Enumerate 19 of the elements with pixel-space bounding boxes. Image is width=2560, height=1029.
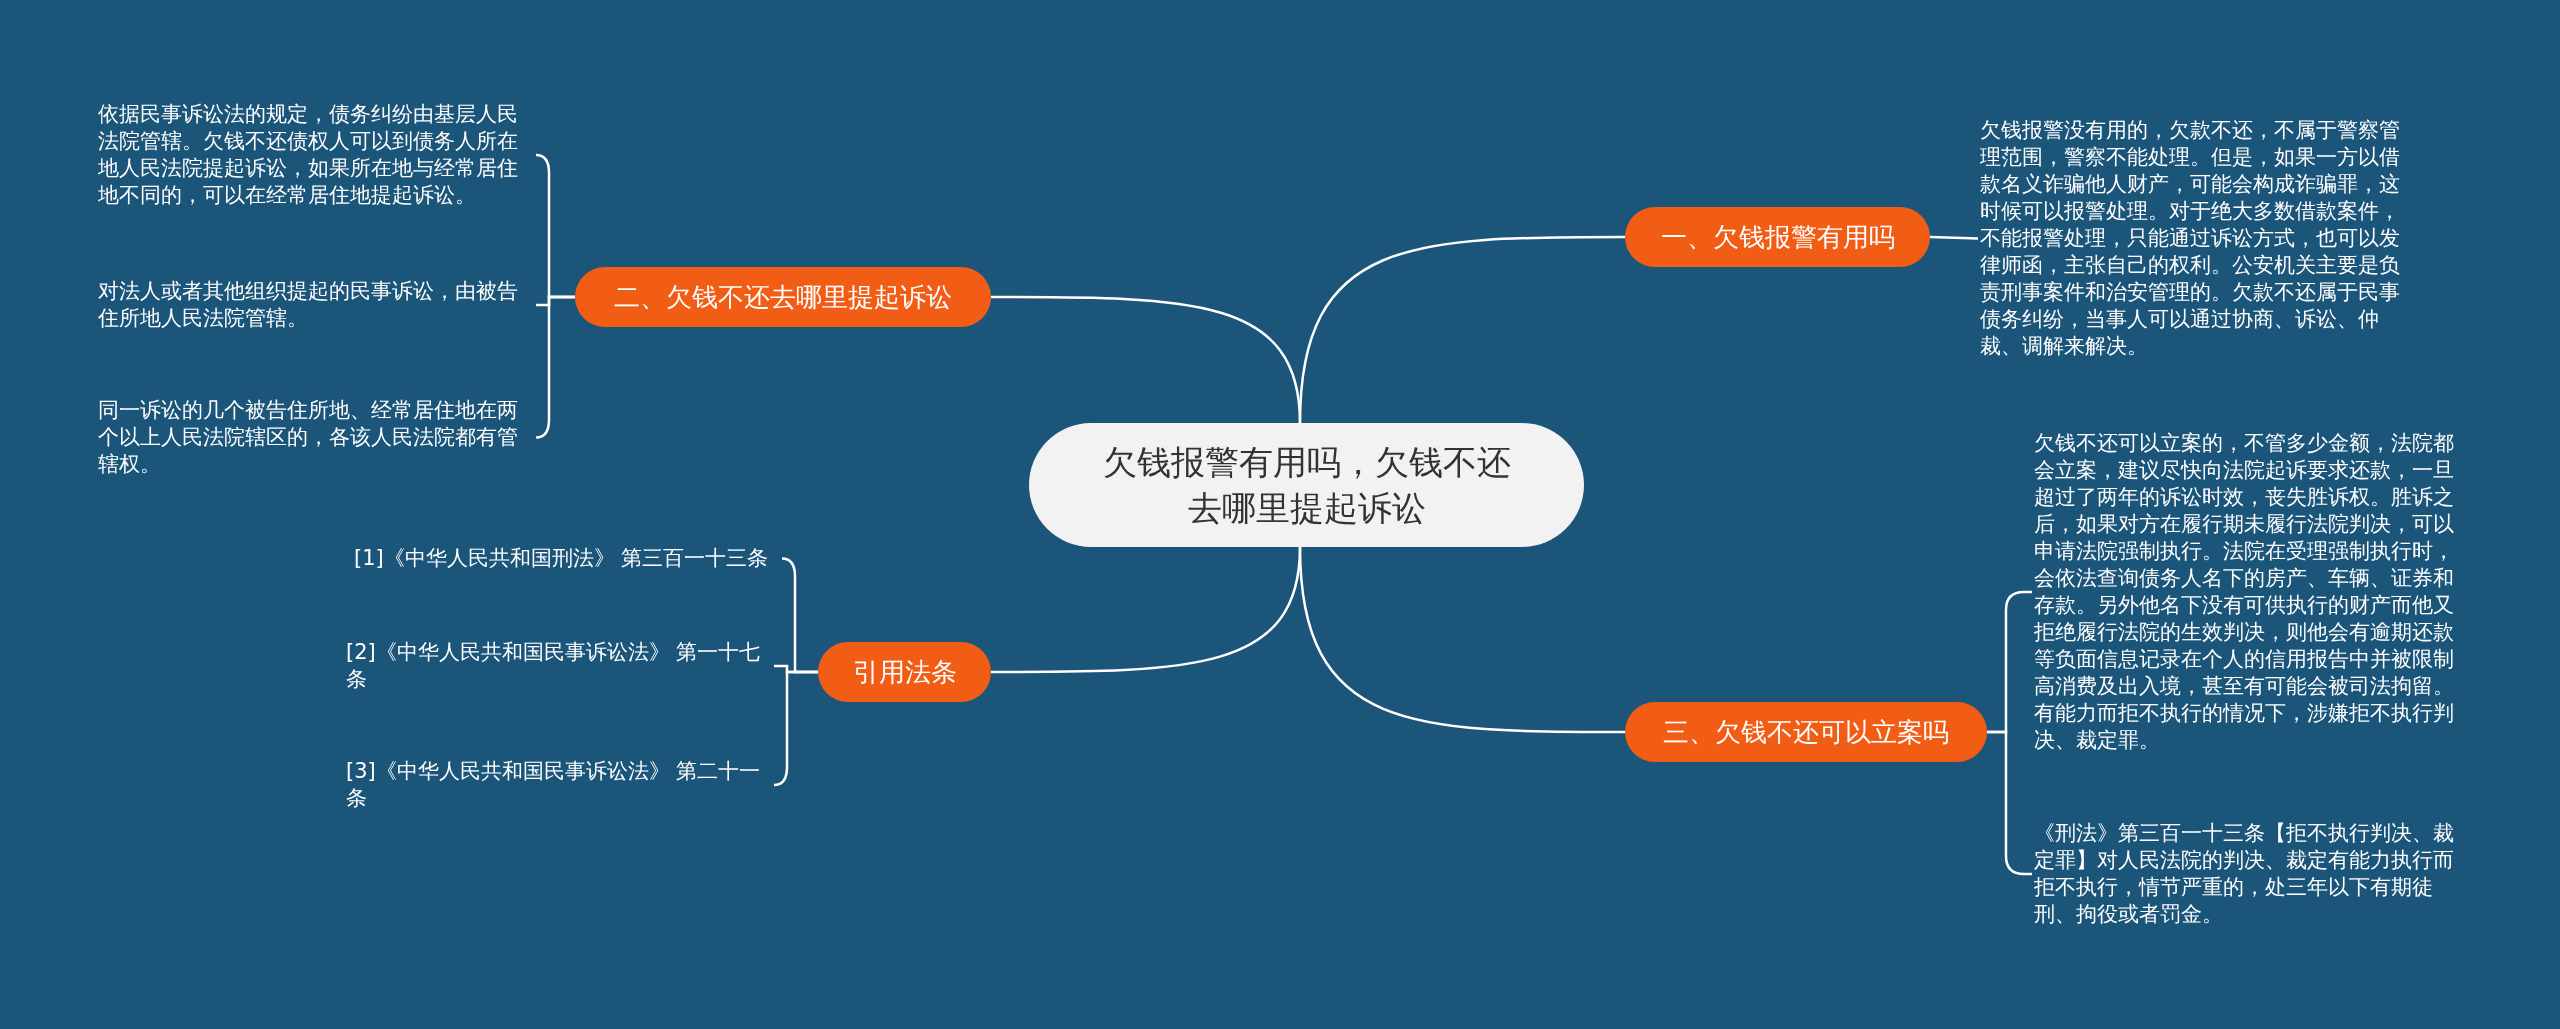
topic-pill: 三、欠钱不还可以立案吗 <box>1625 702 1987 762</box>
central-topic: 欠钱报警有用吗，欠钱不还去哪里提起诉讼 <box>1029 423 1584 547</box>
topic-pill: 引用法条 <box>818 642 991 702</box>
connector-line <box>534 295 575 439</box>
note-text: 《刑法》第三百一十三条【拒不执行判决、裁定罪】对人民法院的判决、裁定有能力执行而拒不执行，情节严重的，处三年以下有期徒刑、拘役或者罚金。 <box>2032 820 2470 928</box>
topic-pill: 二、欠钱不还去哪里提起诉讼 <box>575 267 991 327</box>
topic-pill: 一、欠钱报警有用吗 <box>1625 207 1930 267</box>
note-text: 同一诉讼的几个被告住所地、经常居住地在两个以上人民法院辖区的，各该人民法院都有管辖权。 <box>96 396 536 478</box>
connector-line <box>772 670 818 787</box>
connector-line <box>1298 546 1625 734</box>
connector-line <box>1929 235 1979 240</box>
note-text: [2]《中华人民共和国民事诉讼法》 第一十七条 <box>344 639 774 693</box>
note-text: 对法人或者其他组织提起的民事诉讼，由被告住所地人民法院管辖。 <box>96 278 536 332</box>
connector-line <box>991 295 1302 424</box>
note-text: [1]《中华人民共和国刑法》 第三百一十三条 <box>352 544 782 572</box>
note-text: 依据民事诉讼法的规定，债务纠纷由基层人民法院管辖。欠钱不还债权人可以到债务人所在地人民法院提起诉讼，如果所在地与经常居住地不同的，可以在经常居住地提起诉讼。 <box>96 101 536 209</box>
note-text: 欠钱不还可以立案的，不管多少金额，法院都会立案，建议尽快向法院起诉要求还款，一旦超过了两年的诉讼时效，丧失胜诉权。胜诉之后，如果对方在履行期未履行法院判决，可以申请法院强制执行。法院在受理强制执行时，会依法查询债务人名下的房产、车辆、证券和存款。另外他名下没有可供执行的财产而他又拒绝履行法院的生效判决，则他会有逾期还款等负面信息记录在个人的信用报告中并被限制高消费及出入境，甚至有可能会被司法拘留。有能力而拒不执行的情况下，涉嫌拒不执行判决、裁定罪。 <box>2032 430 2470 754</box>
note-text: [3]《中华人民共和国民事诉讼法》 第二十一条 <box>344 758 774 812</box>
note-text: 欠钱报警没有用的，欠款不还，不属于警察管理范围，警察不能处理。但是，如果一方以借款名义诈骗他人财产，可能会构成诈骗罪，这时候可以报警处理。对于绝大多数借款案件，不能报警处理，只能通过诉讼方式，也可以发律师函，主张自己的权利。公安机关主要是负责刑事案件和治安管理的。欠款不还属于民事债务纠纷，当事人可以通过协商、诉讼、仲裁、调解来解决。 <box>1978 116 2416 360</box>
